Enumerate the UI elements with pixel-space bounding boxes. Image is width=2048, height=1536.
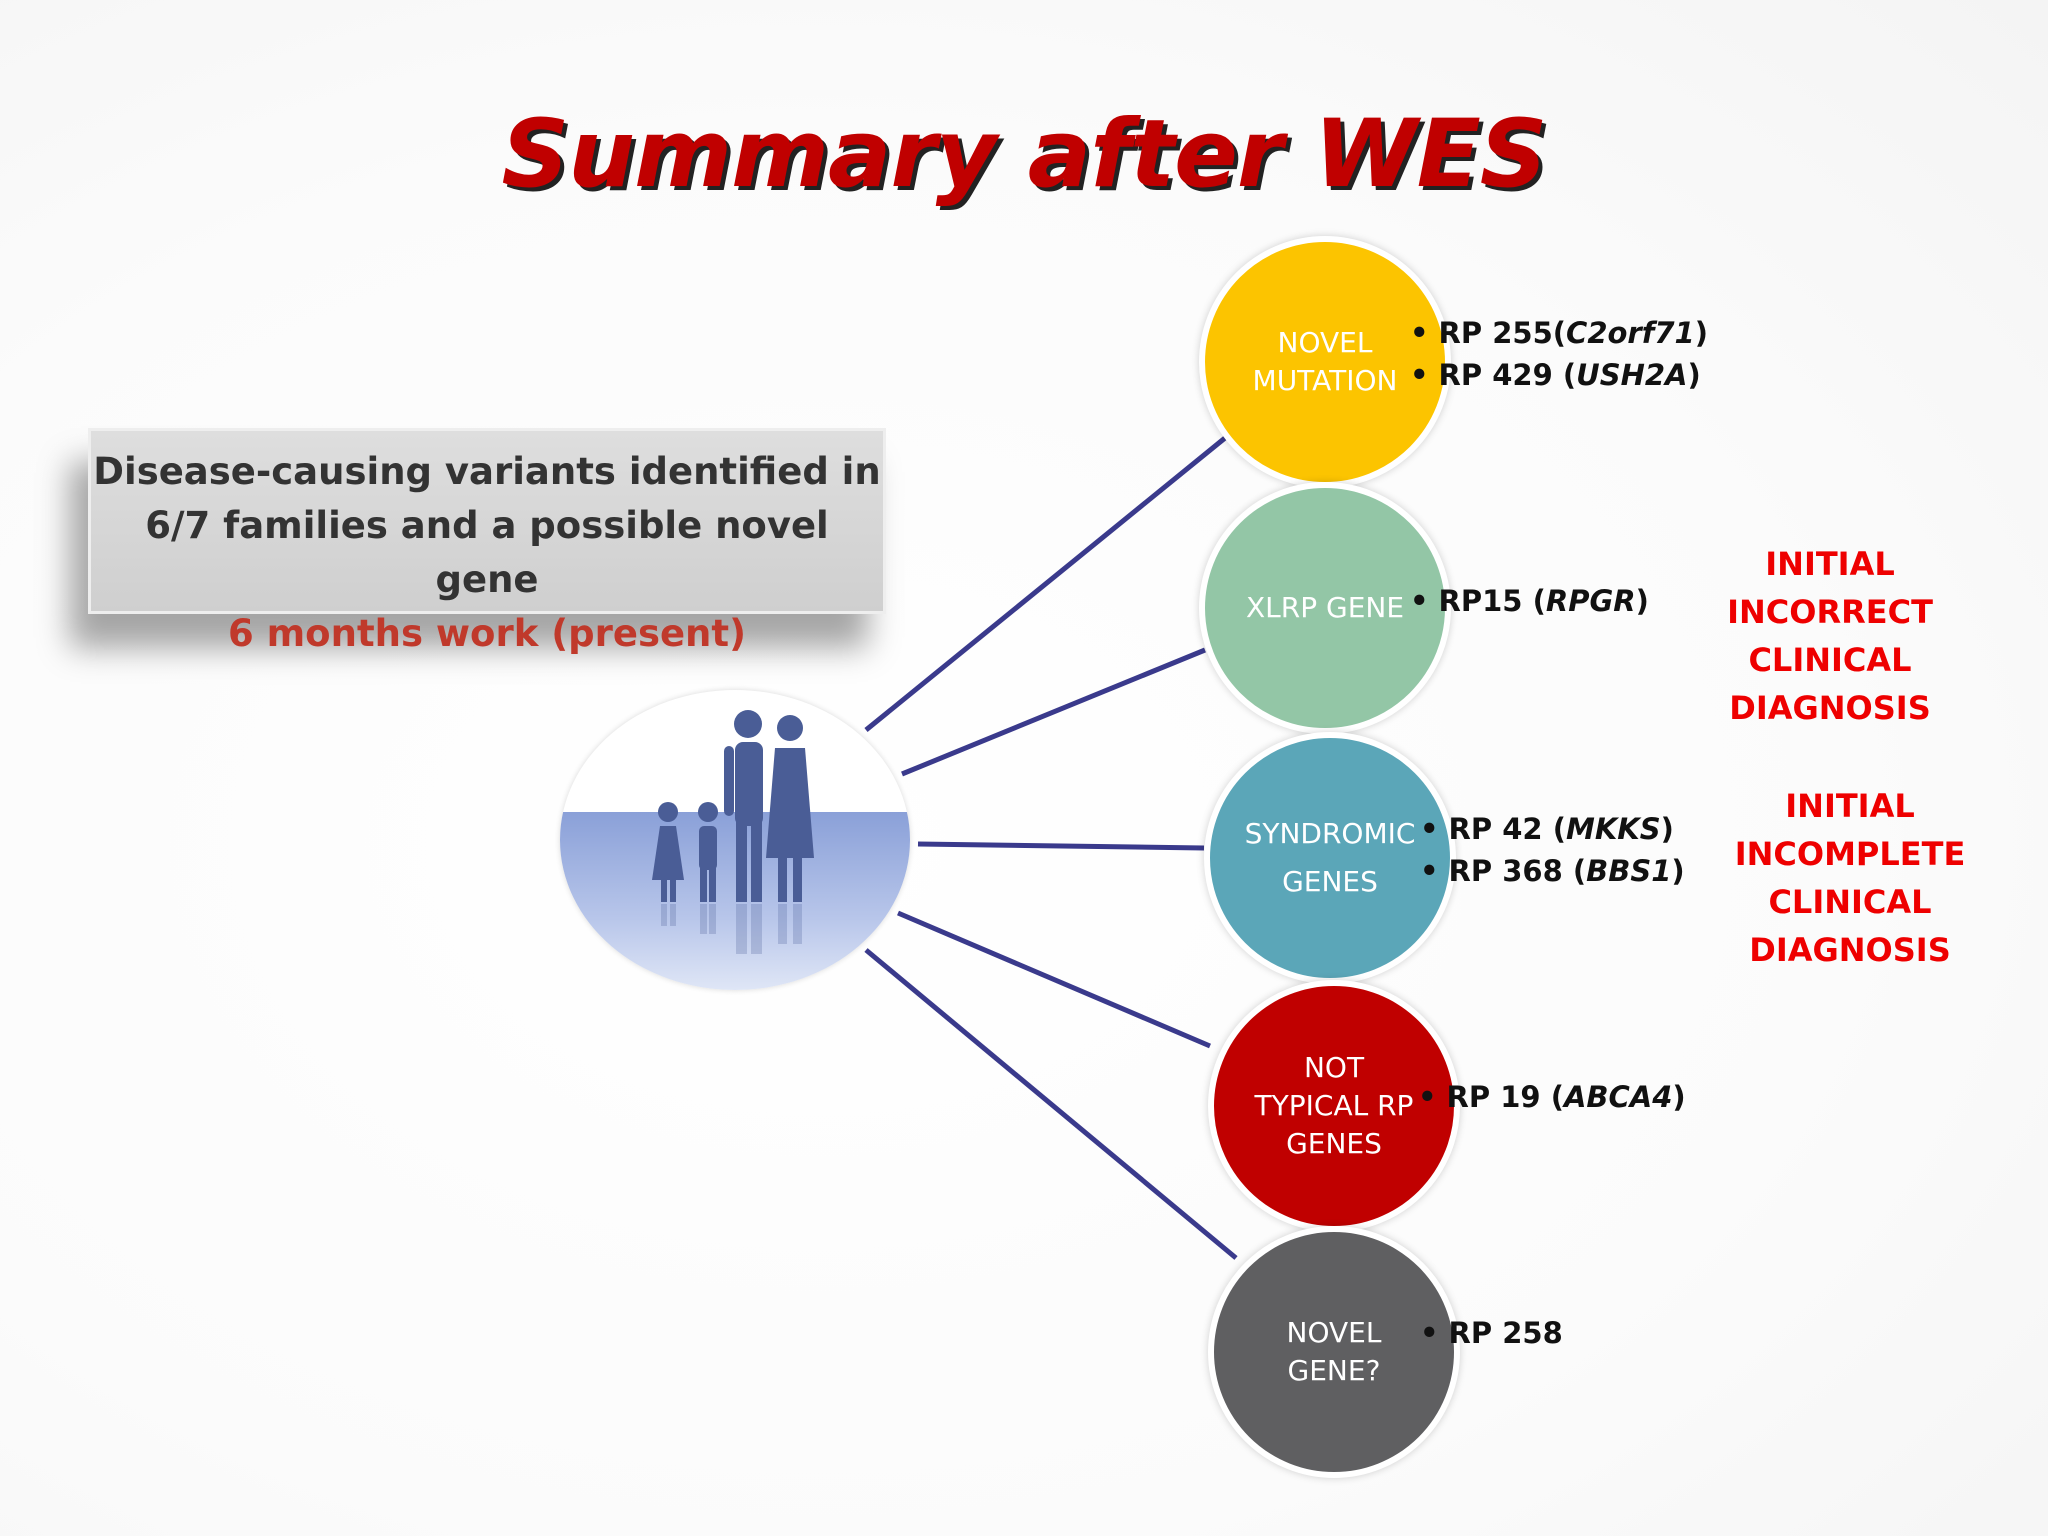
category-label: GENE? [1287,1354,1381,1387]
bullet-item: RP 258 [1420,1312,1563,1354]
bullets-syndromic-genes: RP 42 (MKKS) RP 368 (BBS1) [1420,808,1685,892]
bullet-item: RP 19 (ABCA4) [1418,1076,1686,1118]
category-label: GENES [1286,1127,1382,1160]
note-initial-incorrect-diagnosis: INITIAL INCORRECT CLINICAL DIAGNOSIS [1700,540,1960,732]
summary-box: Disease-causing variants identified in 6… [88,428,886,655]
summary-line-3: 6 months work (present) [228,612,746,655]
note-line: DIAGNOSIS [1729,689,1931,727]
category-label: MUTATION [1252,364,1398,397]
bullet-item: RP 42 (MKKS) [1420,808,1685,850]
category-circle-not-typical-rp-genes: NOT TYPICAL RP GENES [1208,980,1460,1232]
connector-not-typical-rp [897,910,1211,1049]
note-line: CLINICAL [1768,883,1932,921]
category-circle-syndromic-genes: SYNDROMIC GENES [1204,732,1456,984]
category-label: SYNDROMIC [1244,817,1416,850]
connector-syndromic-genes [917,841,1205,851]
bullets-xlrp-gene: RP15 (RPGR) [1410,580,1649,622]
note-line: INCOMPLETE [1734,835,1966,873]
category-label: GENES [1282,865,1378,898]
family-icon [652,710,814,954]
note-line: INITIAL [1785,787,1915,825]
bullet-item: RP 368 (BBS1) [1420,850,1685,892]
bullet-item: RP 429 (USH2A) [1410,354,1708,396]
category-circle-xlrp-gene: XLRP GENE [1199,482,1451,734]
bullets-novel-gene: RP 258 [1420,1312,1563,1354]
category-label: NOVEL [1277,326,1373,359]
slide-title: Summary after WES [501,100,1548,209]
category-label: NOT [1303,1051,1365,1084]
summary-line-2: 6/7 families and a possible novel gene [145,504,829,601]
note-line: DIAGNOSIS [1749,931,1951,969]
summary-line-1: Disease-causing variants identified in [93,450,881,493]
water-surface [560,812,910,990]
family-hub [560,690,910,990]
note-line: INCORRECT [1727,593,1933,631]
connector-xlrp-gene [901,647,1206,777]
connector-novel-mutation [864,436,1227,732]
note-initial-incomplete-diagnosis: INITIAL INCOMPLETE CLINICAL DIAGNOSIS [1700,782,2000,974]
bullet-item: RP15 (RPGR) [1410,580,1649,622]
connector-novel-gene [864,948,1238,1260]
note-line: CLINICAL [1748,641,1912,679]
category-label: NOVEL [1286,1316,1382,1349]
note-line: INITIAL [1765,545,1895,583]
bullet-item: RP 255(C2orf71) [1410,312,1708,354]
category-circle-novel-gene: NOVEL GENE? [1208,1226,1460,1478]
category-label: TYPICAL RP [1254,1089,1414,1122]
category-label: XLRP GENE [1245,591,1405,624]
bullets-not-typical-rp-genes: RP 19 (ABCA4) [1418,1076,1686,1118]
bullets-novel-mutation: RP 255(C2orf71) RP 429 (USH2A) [1410,312,1708,396]
